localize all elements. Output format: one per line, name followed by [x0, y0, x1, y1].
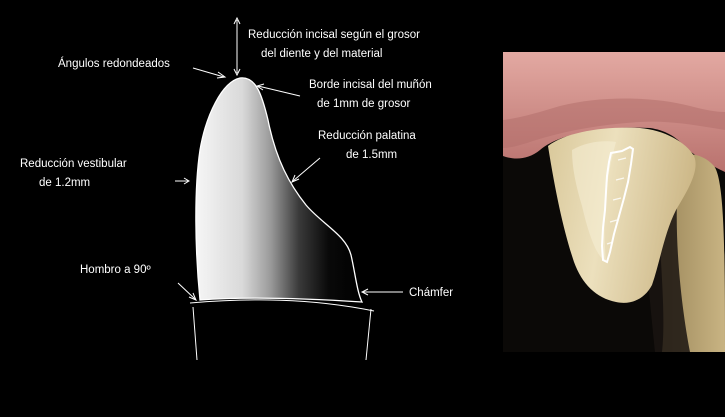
incisal-edge-pointer — [258, 86, 300, 96]
tooth-stump-diagram — [190, 78, 374, 360]
label-incisal-reduction-line-1: Reducción incisal según el grosor — [248, 29, 420, 41]
root-outline — [190, 300, 374, 360]
label-chamfer: Chámfer — [409, 287, 453, 299]
label-incisal-reduction-line-2: del diente y del material — [261, 48, 382, 60]
label-buccal-reduction: Reducción vestibular de 1.2mm — [20, 158, 130, 189]
label-palatal-reduction-line-2: de 1.5mm — [346, 149, 397, 161]
label-rounded-angles-line-1: Ángulos redondeados — [58, 57, 170, 70]
label-rounded-angles: Ángulos redondeados — [58, 57, 170, 70]
label-incisal-edge: Borde incisal del muñón de 1mm de grosor — [309, 79, 435, 110]
label-palatal-reduction-line-1: Reducción palatina — [318, 130, 416, 142]
shoulder-pointer — [178, 283, 195, 299]
tooth-stump-shape — [196, 78, 362, 302]
label-shoulder: Hombro a 90º — [80, 264, 151, 276]
label-incisal-reduction: Reducción incisal según el grosor del di… — [248, 29, 423, 60]
label-buccal-reduction-line-1: Reducción vestibular — [20, 158, 127, 170]
label-palatal-reduction: Reducción palatina de 1.5mm — [318, 130, 419, 161]
label-incisal-edge-line-2: de 1mm de grosor — [317, 98, 410, 110]
label-buccal-reduction-line-2: de 1.2mm — [39, 177, 90, 189]
palatal-reduction-pointer — [293, 158, 320, 181]
label-incisal-edge-line-1: Borde incisal del muñón — [309, 79, 432, 91]
clinical-photo — [503, 52, 725, 352]
label-chamfer-line-1: Chámfer — [409, 287, 453, 299]
label-shoulder-line-1: Hombro a 90º — [80, 264, 151, 276]
